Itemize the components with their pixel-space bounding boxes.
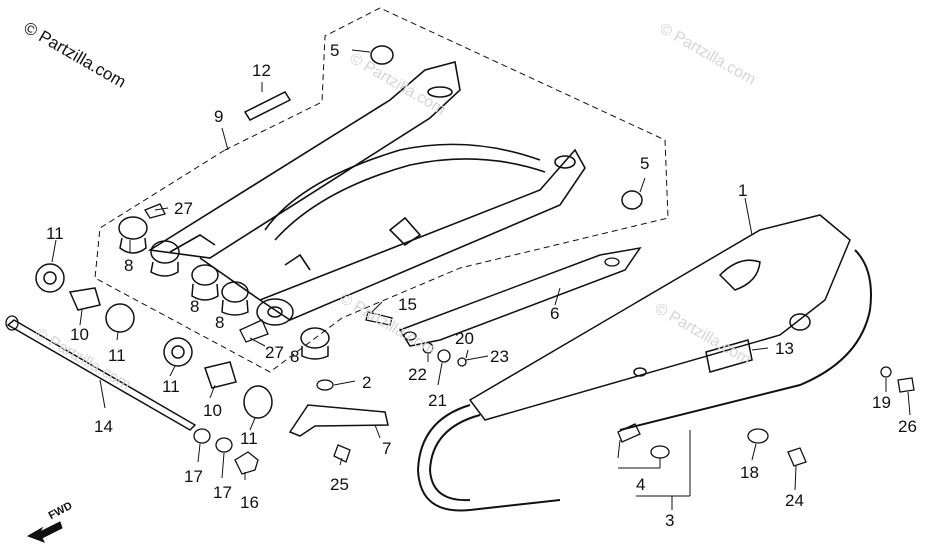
bolt [365,311,393,326]
callout-10b: 10 [203,401,222,420]
leader-lines [51,49,911,510]
callout-24: 24 [785,491,804,510]
callout-11a: 11 [46,224,64,243]
assembly-boundary [94,7,669,373]
callout-11c: 11 [162,377,180,396]
callout-17a: 17 [184,467,203,486]
callout-4: 4 [636,475,646,494]
callout-27b: 27 [265,343,284,362]
callout-8c: 8 [215,313,225,332]
bracket [288,404,389,437]
pin [243,91,292,121]
callout-3: 3 [665,511,675,530]
callout-22: 22 [408,365,427,384]
bolt-25 [333,444,351,463]
grease-fitting [144,203,269,343]
callout-12: 12 [252,61,271,80]
callout-8a: 8 [124,256,134,275]
drive-chain [416,249,872,512]
pivot-bolt [6,319,197,431]
chain-guard [468,214,851,421]
fwd-arrow [26,521,63,543]
swing-arm [147,61,586,321]
callout-15: 15 [398,295,417,314]
callout-21: 21 [428,391,447,410]
callout-14: 14 [94,417,113,436]
callout-13: 13 [775,339,794,358]
callout-16: 16 [240,493,259,512]
callout-1: 1 [738,181,748,200]
callout-7: 7 [382,439,392,458]
seals-collars [35,263,273,419]
callout-5b: 5 [640,154,650,173]
callout-2: 2 [362,373,372,392]
callout-10a: 10 [70,325,89,344]
callout-17b: 17 [213,483,232,502]
washers-nut [193,428,259,475]
callout-20: 20 [455,329,474,348]
dust-seals [370,45,643,210]
callout-11d: 11 [240,429,258,448]
callout-18: 18 [740,463,759,482]
callout-25: 25 [330,475,349,494]
callout-8b: 8 [190,297,200,316]
master-link [617,423,670,459]
callout-5a: 5 [330,41,340,60]
callout-9: 9 [214,107,224,126]
collar [316,379,334,391]
callout-6: 6 [550,304,560,323]
callout-8d: 8 [290,347,300,366]
callout-23: 23 [490,347,509,366]
callout-11b: 11 [108,346,126,365]
callout-26: 26 [898,417,917,436]
callout-19: 19 [872,393,891,412]
bushings [118,216,330,360]
callout-27a: 27 [174,199,193,218]
chain-slider [398,246,642,347]
